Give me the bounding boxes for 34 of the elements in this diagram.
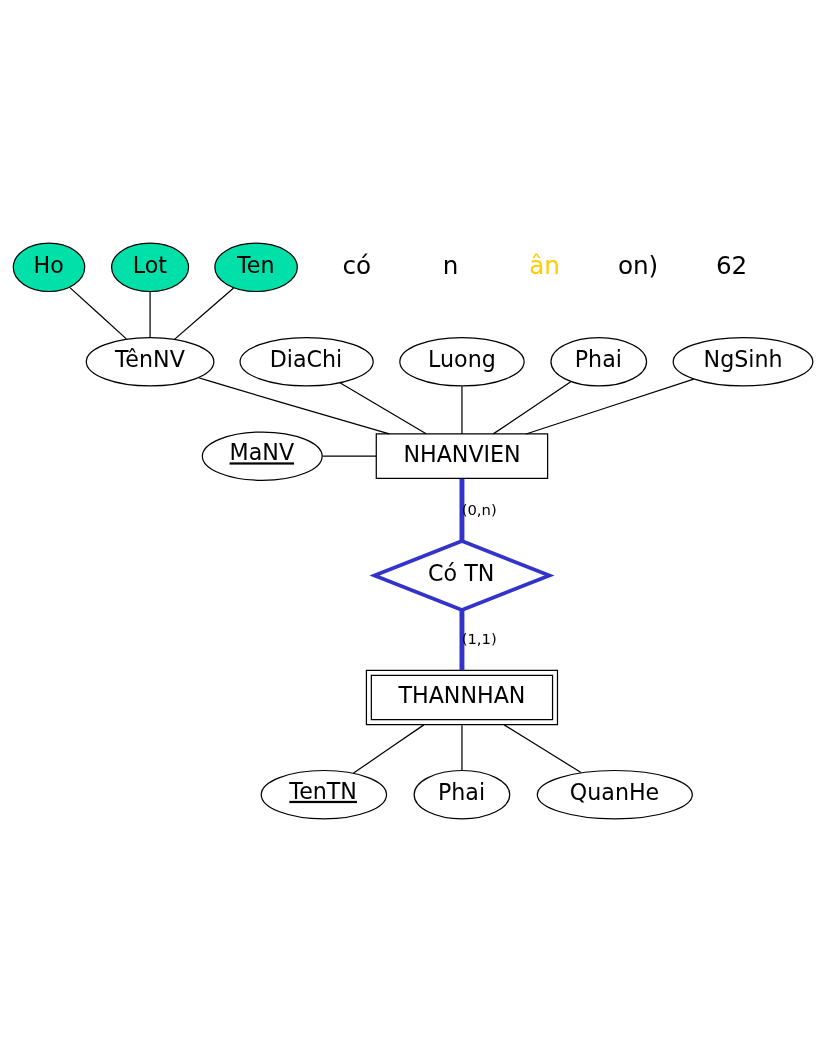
node-ellipse: NgSinh xyxy=(672,337,814,387)
connector xyxy=(492,381,572,435)
connector xyxy=(525,378,695,435)
connector xyxy=(174,287,235,340)
connector xyxy=(69,287,127,340)
node-ellipse: MaNV xyxy=(201,431,323,481)
label: có xyxy=(342,250,372,280)
connector xyxy=(197,377,390,435)
node-ellipse: Phai xyxy=(550,337,648,387)
node-ellipse: Phai xyxy=(413,769,511,820)
node-box: THANNHAN xyxy=(365,669,559,726)
node-ellipse: DiaChi xyxy=(239,337,374,387)
node-ellipse: Ten xyxy=(214,242,298,293)
node-box: NHANVIEN xyxy=(375,433,549,479)
node-diamond: Có TN xyxy=(369,539,555,612)
connector xyxy=(352,724,425,774)
connector xyxy=(459,478,465,541)
label: 62 xyxy=(715,250,748,280)
connector xyxy=(149,291,151,338)
node-ellipse: TenTN xyxy=(260,769,388,820)
connector xyxy=(503,724,582,774)
connector xyxy=(461,724,463,771)
connector xyxy=(461,385,463,435)
node-ellipse: Ho xyxy=(12,242,86,293)
node-ellipse: Lot xyxy=(110,242,190,293)
connector xyxy=(459,610,465,671)
connector xyxy=(339,382,427,435)
connector xyxy=(322,455,377,457)
node-ellipse: QuanHe xyxy=(536,769,693,820)
node-ellipse: TênNV xyxy=(85,337,215,387)
label: on) xyxy=(617,250,659,280)
node-ellipse: Luong xyxy=(399,337,525,387)
label: ân xyxy=(529,250,560,280)
label: n xyxy=(442,250,459,280)
